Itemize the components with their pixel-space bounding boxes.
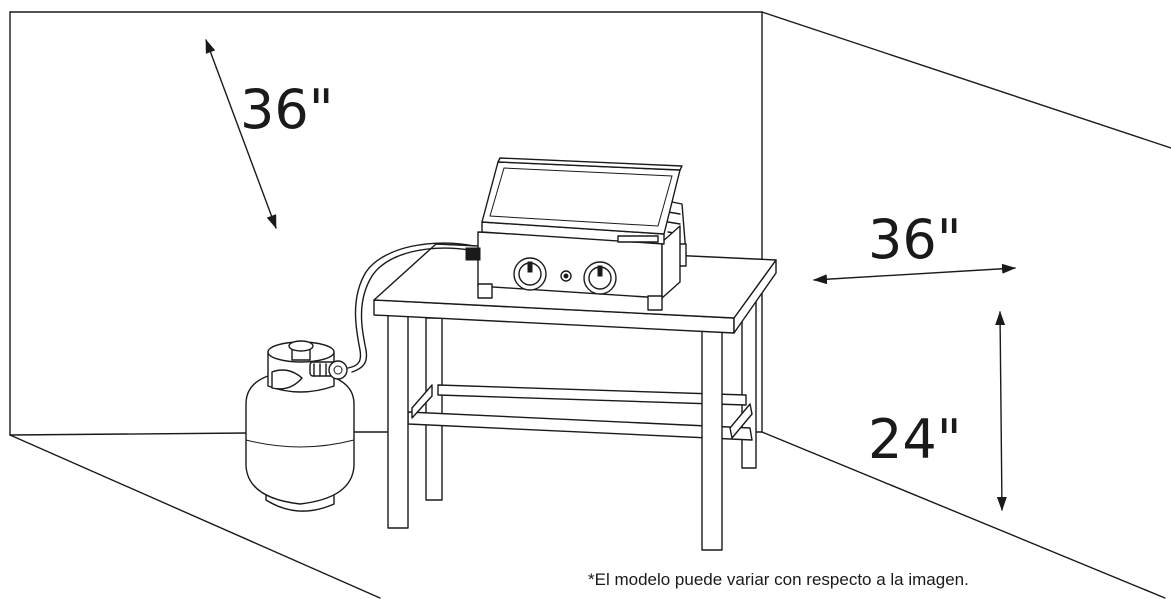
table [373, 243, 777, 551]
griddle [465, 157, 687, 311]
rear-wall-arrow [205, 39, 277, 229]
rear-wall-dimension: 36" [240, 78, 334, 141]
dimension-arrows [205, 39, 1016, 511]
side-wall-dimension: 36" [868, 208, 962, 271]
gas-hose [347, 242, 475, 373]
side-wall-arrow [813, 263, 1016, 285]
propane-tank [245, 340, 355, 512]
disclaimer-note: *El modelo puede variar con respecto a l… [588, 570, 969, 589]
height-arrow [995, 311, 1007, 511]
height-dimension: 24" [868, 408, 962, 471]
